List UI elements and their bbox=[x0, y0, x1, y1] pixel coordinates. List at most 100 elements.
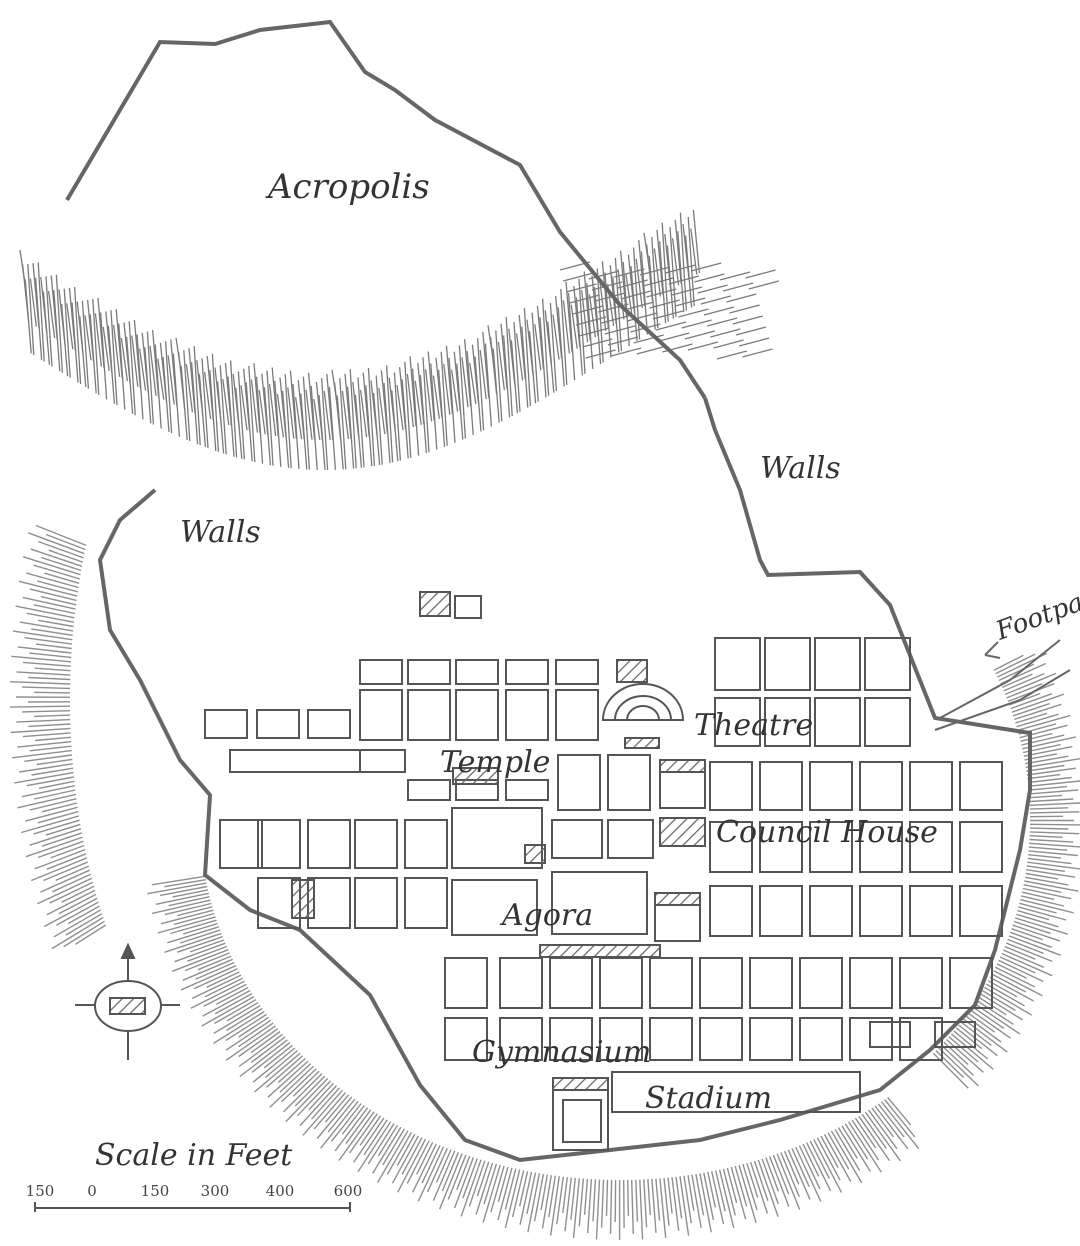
city-block bbox=[557, 754, 601, 811]
city-block bbox=[599, 1017, 643, 1061]
city-block bbox=[549, 957, 593, 1009]
city-block bbox=[699, 957, 743, 1009]
city-block bbox=[749, 957, 793, 1009]
city-block bbox=[809, 821, 853, 873]
city-block bbox=[599, 957, 643, 1009]
city-block bbox=[849, 1017, 893, 1061]
city-block bbox=[649, 1017, 693, 1061]
label-acropolis: Acropolis bbox=[265, 167, 430, 207]
label-agora: Agora bbox=[499, 898, 593, 933]
label-walls-east: Walls bbox=[760, 451, 841, 486]
city-block bbox=[551, 871, 648, 935]
city-block bbox=[869, 1021, 911, 1048]
city-block bbox=[814, 637, 861, 691]
theatre-building bbox=[601, 683, 685, 721]
city-block bbox=[859, 761, 903, 811]
city-block bbox=[809, 885, 853, 937]
footpath-line bbox=[934, 639, 1071, 731]
city-block bbox=[455, 689, 499, 741]
city-block bbox=[649, 957, 693, 1009]
footpath-arrow-icon bbox=[984, 641, 1001, 659]
city-block bbox=[354, 877, 398, 929]
city-block bbox=[499, 1017, 543, 1061]
label-walls-west: Walls bbox=[180, 515, 261, 550]
terrain-hatching-west bbox=[9, 524, 107, 950]
label-gymnasium: Gymnasium bbox=[472, 1035, 651, 1070]
city-block bbox=[709, 885, 753, 937]
city-block bbox=[959, 885, 1003, 937]
agora-south-stoa bbox=[539, 944, 661, 958]
terrain-hatching-south bbox=[147, 875, 920, 1240]
city-block bbox=[934, 1021, 976, 1048]
city-block bbox=[759, 885, 803, 937]
city-block bbox=[359, 689, 403, 741]
city-block bbox=[455, 659, 499, 685]
gymnasium-portico bbox=[552, 1077, 609, 1091]
agora-stoa bbox=[524, 844, 546, 864]
city-block bbox=[909, 885, 953, 937]
city-block bbox=[219, 819, 263, 869]
scale-tick-label: 150 bbox=[26, 1182, 55, 1200]
acropolis-wall bbox=[65, 19, 707, 400]
city-block bbox=[307, 709, 351, 739]
city-block bbox=[759, 761, 803, 811]
north-shrine-annex bbox=[454, 595, 482, 619]
scale-tick-label: 150 bbox=[141, 1182, 170, 1200]
city-block bbox=[354, 819, 398, 869]
city-block bbox=[407, 689, 451, 741]
scale-tick-label: 600 bbox=[334, 1182, 363, 1200]
city-block bbox=[451, 879, 538, 936]
city-block bbox=[444, 957, 488, 1009]
council-house-annex bbox=[659, 817, 706, 847]
label-theatre: Theatre bbox=[694, 708, 813, 743]
city-block bbox=[607, 819, 654, 859]
gymnasium-court bbox=[562, 1099, 602, 1143]
city-block bbox=[204, 709, 248, 739]
city-block bbox=[909, 821, 953, 873]
city-block bbox=[709, 821, 753, 873]
city-block bbox=[859, 821, 903, 873]
city-block bbox=[764, 637, 811, 691]
city-block bbox=[959, 761, 1003, 811]
label-footpath: Footpath bbox=[991, 578, 1080, 647]
west-sanctuary bbox=[291, 879, 315, 919]
city-block bbox=[555, 689, 599, 741]
theatre-scene-building bbox=[616, 659, 648, 683]
city-wall bbox=[97, 397, 1032, 1163]
agora-east-stoa-portico bbox=[654, 892, 701, 906]
city-block bbox=[451, 807, 543, 869]
city-block bbox=[814, 697, 861, 747]
city-block bbox=[699, 1017, 743, 1061]
city-block bbox=[899, 957, 943, 1009]
city-block bbox=[499, 957, 543, 1009]
label-temple: Temple bbox=[440, 745, 550, 780]
city-block bbox=[799, 1017, 843, 1061]
city-block bbox=[229, 749, 361, 773]
city-block bbox=[444, 1017, 488, 1061]
city-block bbox=[749, 1017, 793, 1061]
city-block bbox=[864, 697, 911, 747]
city-block bbox=[849, 957, 893, 1009]
city-block bbox=[759, 821, 803, 873]
city-block bbox=[859, 885, 903, 937]
north-shrine bbox=[419, 591, 451, 617]
city-block bbox=[256, 709, 300, 739]
city-block bbox=[949, 957, 993, 1009]
scale-title: Scale in Feet bbox=[95, 1138, 293, 1173]
city-block bbox=[549, 1017, 593, 1061]
city-block bbox=[307, 819, 351, 869]
city-block bbox=[551, 819, 603, 859]
city-block bbox=[864, 637, 911, 691]
scale-tick-label: 300 bbox=[201, 1182, 230, 1200]
city-block bbox=[709, 761, 753, 811]
city-block bbox=[359, 749, 406, 773]
label-stadium: Stadium bbox=[645, 1081, 772, 1116]
theatre-stage bbox=[624, 737, 660, 749]
city-block bbox=[714, 637, 761, 691]
city-block bbox=[809, 761, 853, 811]
council-house-portico bbox=[659, 759, 706, 773]
city-block bbox=[959, 821, 1003, 873]
city-block bbox=[505, 659, 549, 685]
city-block bbox=[407, 659, 451, 685]
city-block bbox=[799, 957, 843, 1009]
